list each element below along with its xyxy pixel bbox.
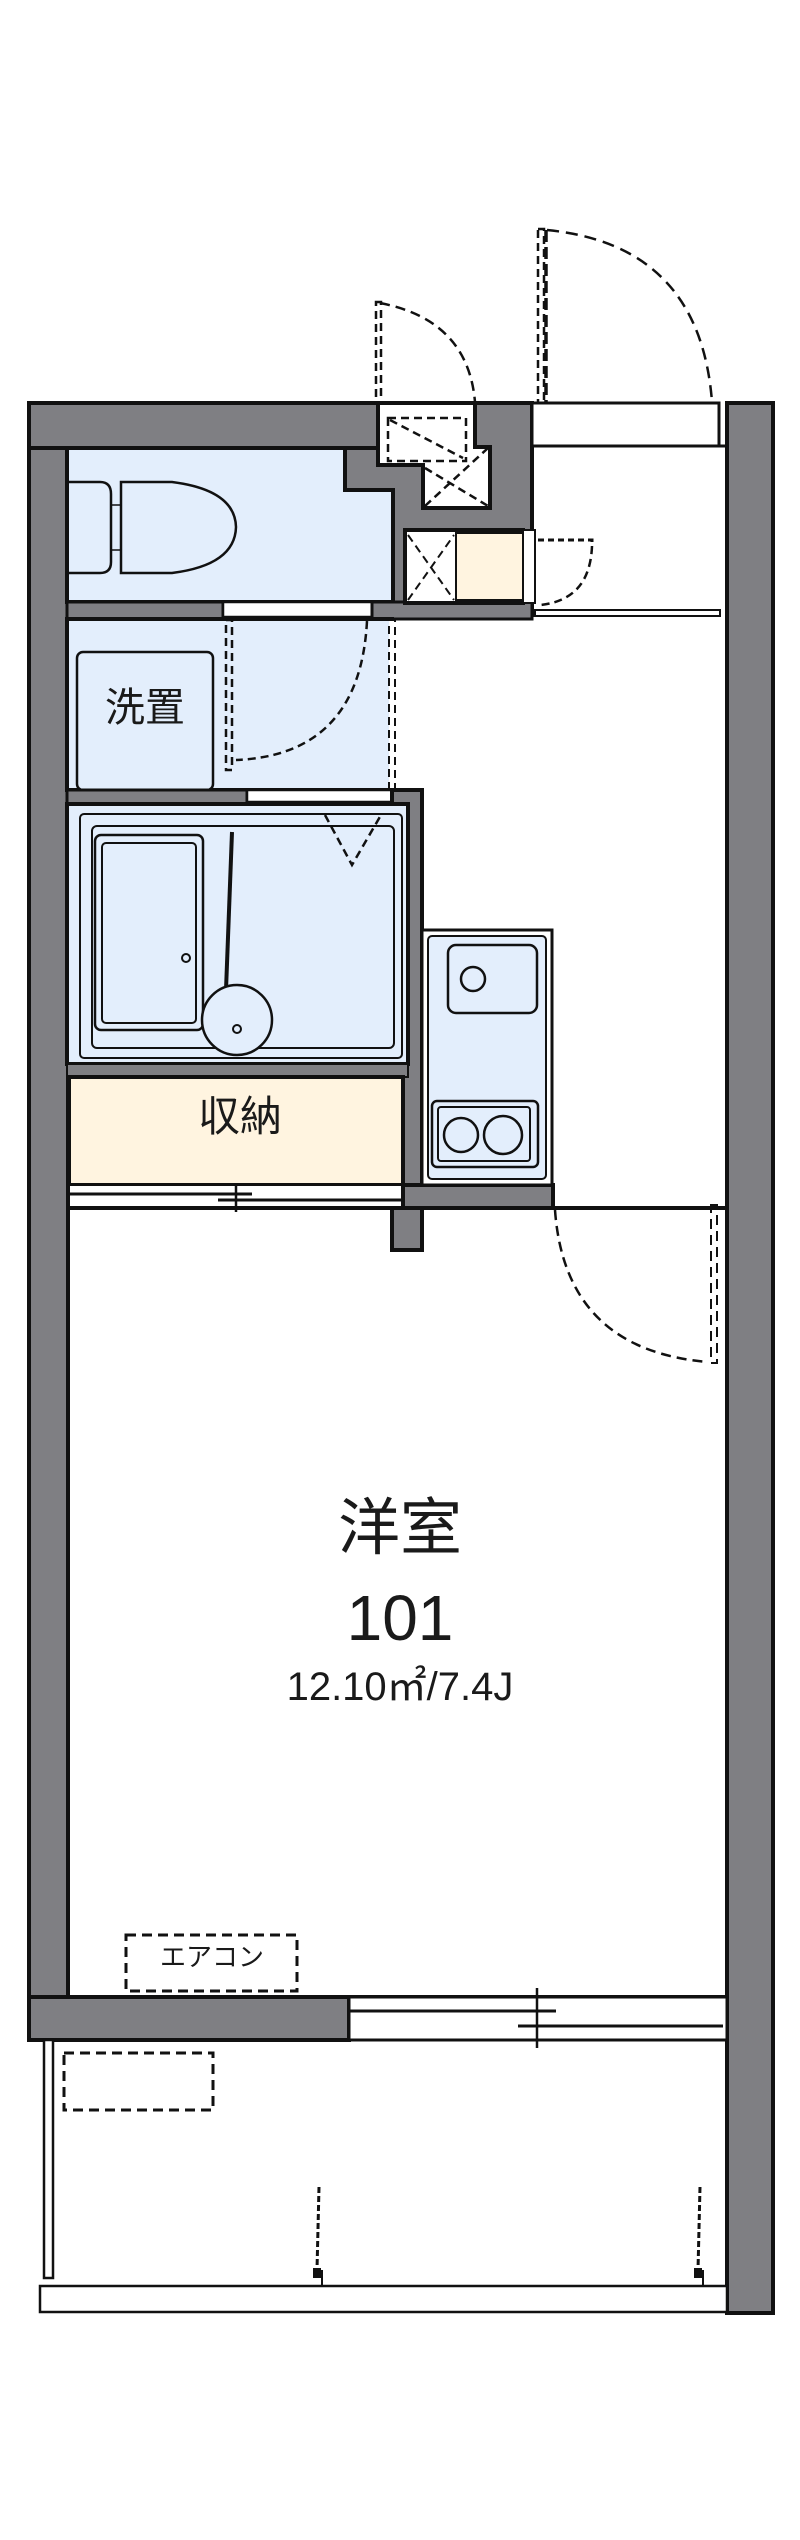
washer-space-label: 洗置 [105, 685, 185, 731]
aircon-label: エアコン [159, 1943, 264, 1973]
storage-label: 収納 [197, 1092, 282, 1141]
entrance-doors [374, 227, 714, 405]
kitchen [401, 928, 555, 1210]
balcony [38, 2038, 729, 2314]
room-area: 12.10㎡/7.4J [286, 1665, 514, 1709]
exterior-walls [27, 401, 775, 2315]
room-name: 洋室 [337, 1491, 462, 1564]
unit-number: 101 [346, 1582, 454, 1654]
shoe-cabinet [403, 528, 594, 607]
entrance-step [534, 609, 721, 617]
balcony-window [347, 1988, 729, 2048]
room-door [553, 1204, 718, 1364]
aircon-box [124, 1933, 299, 1993]
bathroom [65, 802, 410, 1066]
storage [67, 1075, 405, 1212]
washroom [65, 617, 396, 792]
toilet-room [65, 446, 395, 604]
